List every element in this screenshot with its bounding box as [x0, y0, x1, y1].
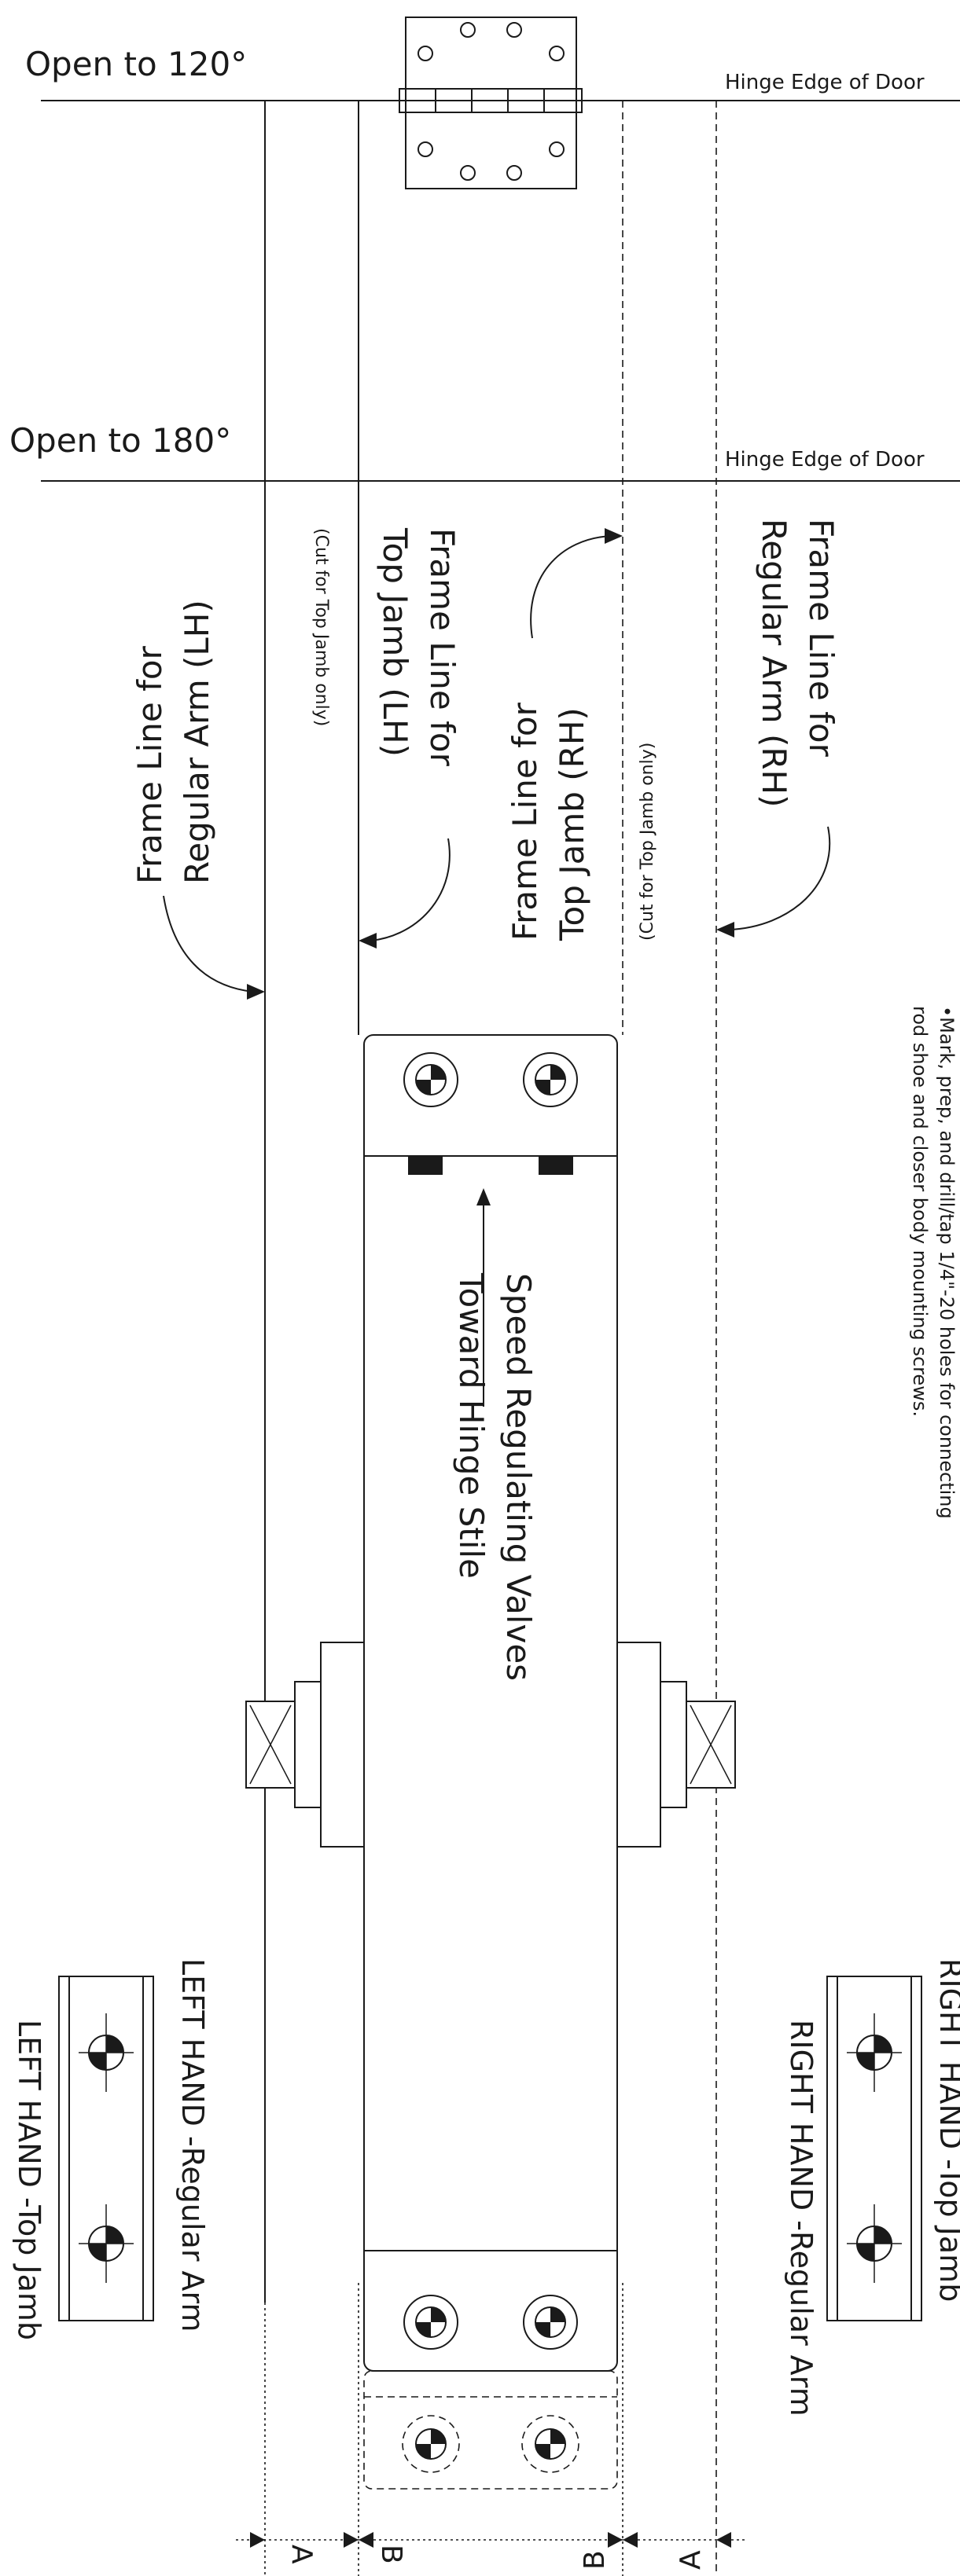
lh-top-jamb-label: LEFT HAND -Top Jamb — [12, 2020, 46, 2340]
dim-a-right: A — [675, 2550, 707, 2570]
hinge-edge-label-top: Hinge Edge of Door — [725, 71, 925, 94]
dim-b-right: B — [579, 2550, 611, 2570]
frame-lh-regular-label: Frame Line for Regular Arm (LH) — [131, 600, 216, 884]
right-shoe-bracket — [826, 1976, 922, 2321]
dim-b-left: B — [375, 2545, 407, 2564]
open-180-label: Open to 180° — [9, 421, 231, 460]
alternate-mount-position — [363, 2370, 618, 2490]
right-pinion — [616, 1642, 736, 1848]
mounting-holes — [403, 1052, 578, 2350]
left-pinion — [245, 1642, 365, 1848]
dimension-marks — [250, 2532, 731, 2548]
cut-lh-label: (Cut for Top Jamb only) — [311, 528, 331, 726]
rh-regular-arm-label: RIGHT HAND -Regular Arm — [784, 2020, 818, 2416]
open-120-label: Open to 120° — [25, 45, 247, 83]
cut-rh-label: (Cut for Top Jamb only) — [638, 743, 657, 941]
frame-lh-topjamb-label: Frame Line for Top Jamb (LH) — [376, 527, 462, 776]
closer-body — [363, 1034, 618, 2372]
left-shoe-bracket — [58, 1976, 154, 2321]
hinge — [399, 17, 583, 189]
leader-arrows — [163, 528, 831, 1000]
rh-top-jamb-label: RIGHT HAND -Top Jamb — [933, 1958, 960, 2302]
hinge-edge-label-mid: Hinge Edge of Door — [725, 448, 925, 472]
frame-rh-regular-label: Frame Line for Regular Arm (RH) — [755, 519, 840, 808]
dim-a-left: A — [285, 2545, 318, 2564]
valves-label: Speed Regulating Valves Toward Hinge Sti… — [452, 1272, 538, 1691]
lh-regular-arm-label: LEFT HAND -Regular Arm — [175, 1958, 210, 2332]
mounting-note: •Mark, prep, and drill/tap 1/4"-20 holes… — [909, 1006, 958, 1525]
frame-rh-topjamb-label: Frame Line for Top Jamb (RH) — [506, 692, 591, 941]
